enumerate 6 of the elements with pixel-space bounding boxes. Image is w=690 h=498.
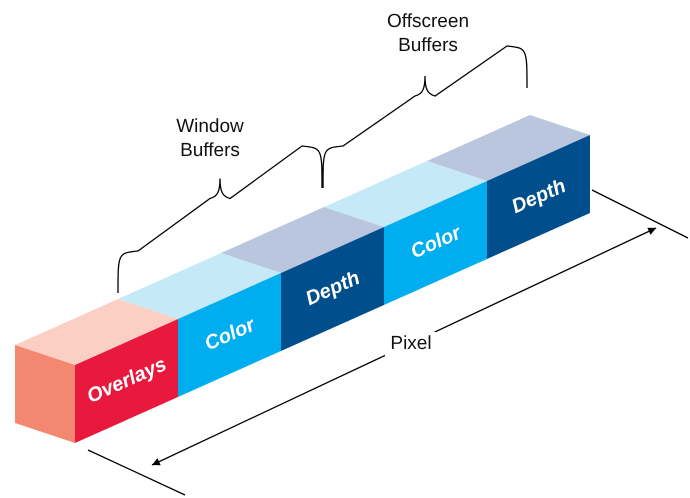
dimension-label: Pixel [385, 332, 437, 356]
block-label: Color [406, 222, 464, 264]
buffer-block [15, 299, 178, 443]
block-label: Depth [508, 174, 570, 220]
block-label: Depth [302, 266, 364, 312]
block-label: Color [200, 314, 258, 356]
